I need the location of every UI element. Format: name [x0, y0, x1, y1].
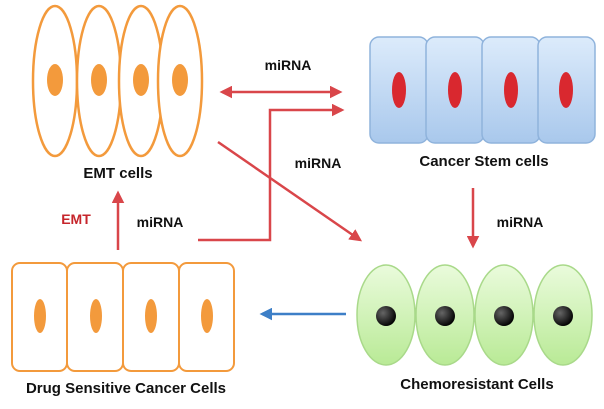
arrows-group	[111, 85, 480, 321]
emt-cells-group	[31, 4, 204, 158]
stem-nucleus	[504, 72, 518, 108]
emt-nucleus	[47, 64, 63, 96]
mirna-left-label: miRNA	[137, 214, 184, 230]
drug-sensitive-nucleus	[34, 299, 46, 333]
chemoresistant-nucleus	[553, 306, 573, 326]
stem-nucleus	[559, 72, 573, 108]
drug-to-stem-elbow-arrow	[198, 103, 345, 242]
stem-cells-label: Cancer Stem cells	[419, 153, 548, 170]
emt-chemo-diagonal-arrow	[217, 140, 363, 242]
stem-nucleus	[392, 72, 406, 108]
emt-nucleus	[172, 64, 188, 96]
mirna-center-label: miRNA	[295, 155, 342, 171]
stem-nucleus	[448, 72, 462, 108]
drug-sensitive-nucleus	[90, 299, 102, 333]
emt-cells-label: EMT cells	[83, 165, 152, 182]
drug-sensitive-nucleus	[201, 299, 213, 333]
emt-nucleus	[91, 64, 107, 96]
drug-sensitive-nucleus	[145, 299, 157, 333]
chemoresistant-label: Chemoresistant Cells	[400, 376, 553, 393]
stem-cells-group	[369, 36, 596, 144]
chemoresistant-nucleus	[376, 306, 396, 326]
emt-label: EMT	[61, 211, 91, 227]
chemoresistant-cells-group	[356, 264, 593, 366]
chemoresistant-nucleus	[435, 306, 455, 326]
mirna-right-label: miRNA	[497, 214, 544, 230]
chemoresistant-nucleus	[494, 306, 514, 326]
drug-sensitive-cells-group	[11, 262, 235, 372]
drug-sensitive-label: Drug Sensitive Cancer Cells	[26, 380, 226, 397]
emt-nucleus	[133, 64, 149, 96]
mirna-top-label: miRNA	[265, 57, 312, 73]
